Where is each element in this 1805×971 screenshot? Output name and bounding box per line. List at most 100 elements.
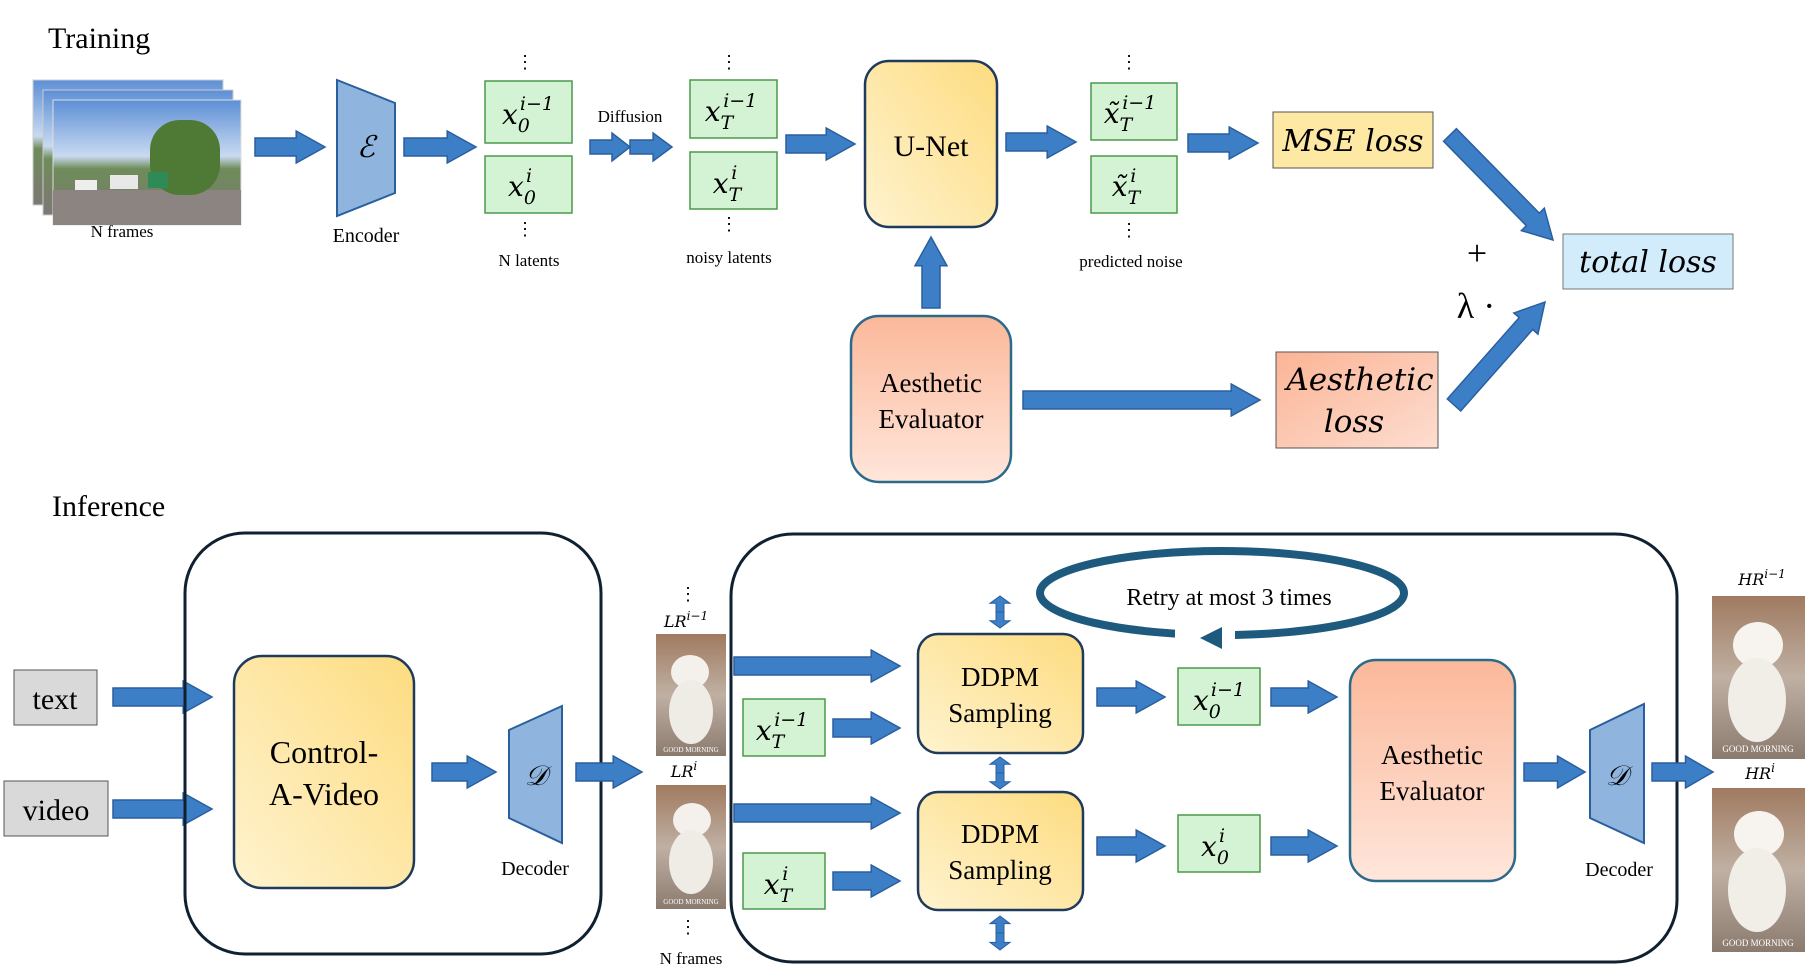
double-arrow-half bbox=[988, 756, 1012, 774]
unet-block bbox=[863, 59, 999, 229]
arrow-ddpm-bottom-out bbox=[1096, 828, 1167, 864]
hr-prev-frame: GOOD MORNING bbox=[1712, 596, 1805, 759]
hr-cur-label: HRi bbox=[1744, 761, 1775, 783]
darrow-ddpm-between bbox=[988, 756, 1012, 790]
encoder-symbol: ℰ bbox=[357, 130, 378, 165]
noise-xT-prev: xTi−1 bbox=[756, 709, 809, 753]
arrow-shape bbox=[832, 710, 902, 746]
arrow-shape bbox=[785, 126, 857, 162]
mse-loss-label: MSE loss bbox=[1281, 124, 1423, 159]
evaluator-inference-line2: Evaluator bbox=[1380, 776, 1485, 806]
arrow-shape bbox=[1442, 127, 1555, 242]
latent-x0-cur-box bbox=[484, 155, 573, 214]
encoder-block bbox=[336, 78, 396, 218]
arrow-decoder-hr bbox=[1651, 754, 1715, 790]
arrow-diffusion-2 bbox=[629, 131, 674, 163]
arrow-shape bbox=[1270, 828, 1339, 864]
ddpm-sampling-bottom bbox=[916, 790, 1085, 912]
latents-bottom-ellipsis: ⋮ bbox=[516, 219, 534, 239]
decoder2-label: Decoder bbox=[1585, 859, 1653, 881]
arrow-shape bbox=[913, 235, 949, 309]
arrow-shape bbox=[1523, 754, 1587, 790]
arrow-encoder-latents bbox=[403, 129, 478, 165]
out-x0-prev: x0i−1 bbox=[1193, 679, 1245, 723]
noisy-top-ellipsis: ⋮ bbox=[720, 52, 738, 72]
ddpm-bottom-line2: Sampling bbox=[948, 855, 1052, 885]
arrow-shape bbox=[733, 795, 902, 831]
hr-cur-frame: GOOD MORNING bbox=[1712, 788, 1805, 952]
arrow-shape bbox=[431, 754, 498, 790]
darrow-ddpm-below bbox=[988, 915, 1012, 951]
plus-sign: + bbox=[1467, 233, 1487, 273]
aesthetic-loss-line1: Aesthetic bbox=[1283, 362, 1433, 398]
video-input-label: video bbox=[23, 794, 90, 827]
noisy-xT-cur: xTi bbox=[713, 162, 743, 206]
decoder-block-1 bbox=[508, 704, 563, 845]
total-loss-label: total loss bbox=[1579, 245, 1717, 280]
retry-label: Retry at most 3 times bbox=[1126, 585, 1331, 611]
pred-cur-box bbox=[1090, 155, 1178, 214]
arrow-shape bbox=[1270, 679, 1339, 715]
arrow-aesloss-total bbox=[1446, 300, 1547, 413]
evaluator-training-line1: Aesthetic bbox=[880, 368, 982, 398]
retry-ring-gap bbox=[1175, 625, 1235, 645]
evaluator-training-line2: Evaluator bbox=[879, 404, 984, 434]
ddpm-top-line1: DDPM bbox=[961, 662, 1039, 692]
mse-loss-box bbox=[1272, 111, 1434, 169]
latent-x0-prev: x0i−1 bbox=[502, 93, 554, 137]
double-arrow-half bbox=[988, 932, 1012, 951]
double-arrow-half bbox=[988, 915, 1012, 934]
latents-caption: N latents bbox=[499, 251, 560, 270]
text-input-box bbox=[13, 669, 98, 726]
noisy-xT-prev: xTi−1 bbox=[705, 90, 758, 134]
arrow-shape bbox=[629, 131, 674, 163]
control-line2: A-Video bbox=[269, 776, 379, 812]
unet-label: U-Net bbox=[894, 130, 970, 163]
arrow-out-prev-evaluator bbox=[1270, 679, 1339, 715]
control-stage-container bbox=[183, 531, 603, 956]
noise-xT-prev-box bbox=[742, 698, 826, 757]
latents-top-ellipsis: ⋮ bbox=[516, 52, 534, 72]
control-a-video-block bbox=[232, 654, 416, 890]
lr-cur-frame: GOOD MORNING bbox=[656, 785, 726, 909]
arrow-decoder-lr bbox=[575, 754, 644, 790]
arrow-mse-total bbox=[1442, 127, 1555, 242]
arrow-noise-prev-ddpm bbox=[832, 710, 902, 746]
arrow-shape bbox=[254, 129, 327, 165]
arrow-evaluator-unet bbox=[913, 235, 949, 309]
pred-top-ellipsis: ⋮ bbox=[1120, 52, 1138, 72]
arrow-shape bbox=[575, 754, 644, 790]
pred-noise-prev: x̃Ti−1 bbox=[1104, 92, 1157, 136]
input-frames-image bbox=[32, 79, 242, 226]
ddpm-sampling-top bbox=[916, 632, 1085, 755]
darrow-ddpm-above bbox=[988, 595, 1012, 629]
arrow-shape bbox=[1022, 382, 1262, 418]
video-input-box bbox=[3, 780, 109, 837]
lr-top-ellipsis: ⋮ bbox=[679, 584, 697, 604]
arrow-lr-cur-ddpm bbox=[733, 795, 902, 831]
arrow-video-control bbox=[112, 791, 214, 827]
control-line1: Control- bbox=[270, 734, 378, 770]
arrow-evaluator-decoder bbox=[1523, 754, 1587, 790]
frames-caption: N frames bbox=[91, 222, 154, 241]
noisy-caption: noisy latents bbox=[686, 248, 771, 267]
double-arrow-half bbox=[988, 772, 1012, 790]
out-x0-cur: x0i bbox=[1201, 825, 1229, 869]
pred-caption: predicted noise bbox=[1079, 252, 1182, 271]
decoder1-label: Decoder bbox=[501, 858, 569, 880]
hr-prev-label: HRi−1 bbox=[1737, 567, 1786, 589]
aesthetic-evaluator-training bbox=[849, 314, 1013, 484]
lr-prev-frame: GOOD MORNING bbox=[656, 634, 726, 756]
lr-prev-overlay: GOOD MORNING bbox=[663, 746, 718, 754]
arrow-shape bbox=[832, 863, 902, 899]
arrow-noise-cur-ddpm bbox=[832, 863, 902, 899]
arrow-shape bbox=[403, 129, 478, 165]
lr-frames-caption: N frames bbox=[660, 949, 723, 968]
arrow-unet-pred bbox=[1005, 124, 1078, 160]
arrow-noisy-unet bbox=[785, 126, 857, 162]
out-x0-cur-box bbox=[1177, 814, 1261, 873]
arrow-shape bbox=[733, 648, 902, 684]
inference-title: Inference bbox=[52, 490, 165, 523]
arrow-shape bbox=[1446, 300, 1547, 413]
